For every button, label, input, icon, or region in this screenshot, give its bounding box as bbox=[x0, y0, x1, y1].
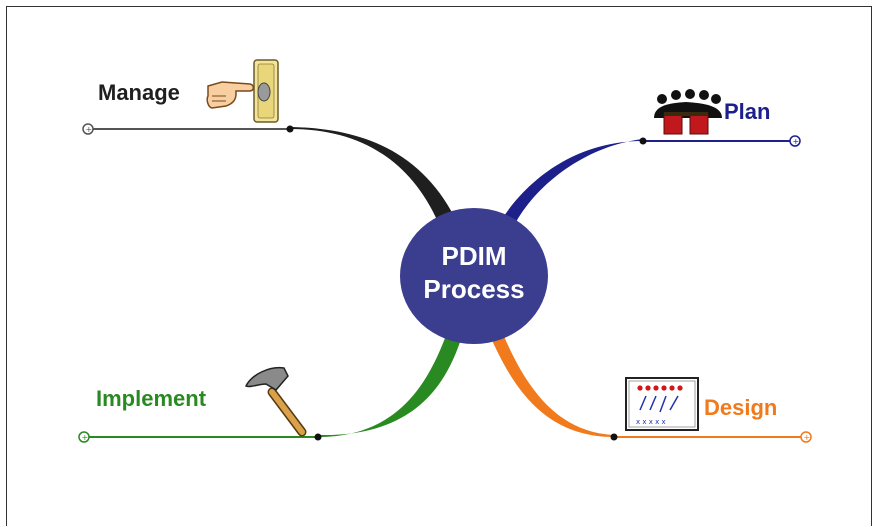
hand-pressing-button-icon bbox=[206, 59, 279, 123]
manage-curve bbox=[290, 127, 455, 222]
center-node[interactable] bbox=[400, 208, 548, 344]
plan-branch: + bbox=[500, 135, 801, 222]
diagram-frame bbox=[6, 6, 872, 526]
implement-label[interactable]: Implement bbox=[96, 386, 207, 411]
design-label[interactable]: Design bbox=[704, 395, 778, 420]
implement-branch: + bbox=[78, 330, 462, 443]
implement-expand-icon[interactable] bbox=[78, 431, 90, 443]
team-meeting-icon bbox=[654, 89, 722, 135]
plan-curve bbox=[500, 139, 643, 222]
svg-text:+: + bbox=[86, 125, 93, 134]
center-node-text: PDIM Process bbox=[400, 240, 548, 306]
svg-text:+: + bbox=[82, 433, 89, 442]
manage-node bbox=[286, 125, 294, 133]
design-chart-icon: x x x x x bbox=[625, 377, 699, 431]
plan-expand-icon[interactable] bbox=[789, 135, 801, 147]
implement-curve bbox=[318, 330, 462, 437]
manage-branch: + bbox=[82, 123, 455, 222]
design-expand-icon[interactable] bbox=[800, 431, 812, 443]
svg-text:+: + bbox=[804, 433, 811, 442]
design-curve bbox=[490, 334, 614, 437]
hammer-icon bbox=[244, 366, 307, 437]
center-title-line2: Process bbox=[423, 274, 525, 304]
implement-node bbox=[314, 433, 322, 441]
center-title-line1: PDIM bbox=[441, 241, 507, 271]
manage-label[interactable]: Manage bbox=[98, 80, 180, 105]
plan-label[interactable]: Plan bbox=[724, 99, 771, 124]
design-node bbox=[610, 433, 618, 441]
manage-expand-icon[interactable] bbox=[82, 123, 94, 135]
design-branch: + bbox=[490, 334, 812, 443]
plan-node bbox=[639, 137, 647, 145]
svg-text:+: + bbox=[793, 137, 800, 146]
svg-text:x x x x x: x x x x x bbox=[636, 418, 666, 426]
